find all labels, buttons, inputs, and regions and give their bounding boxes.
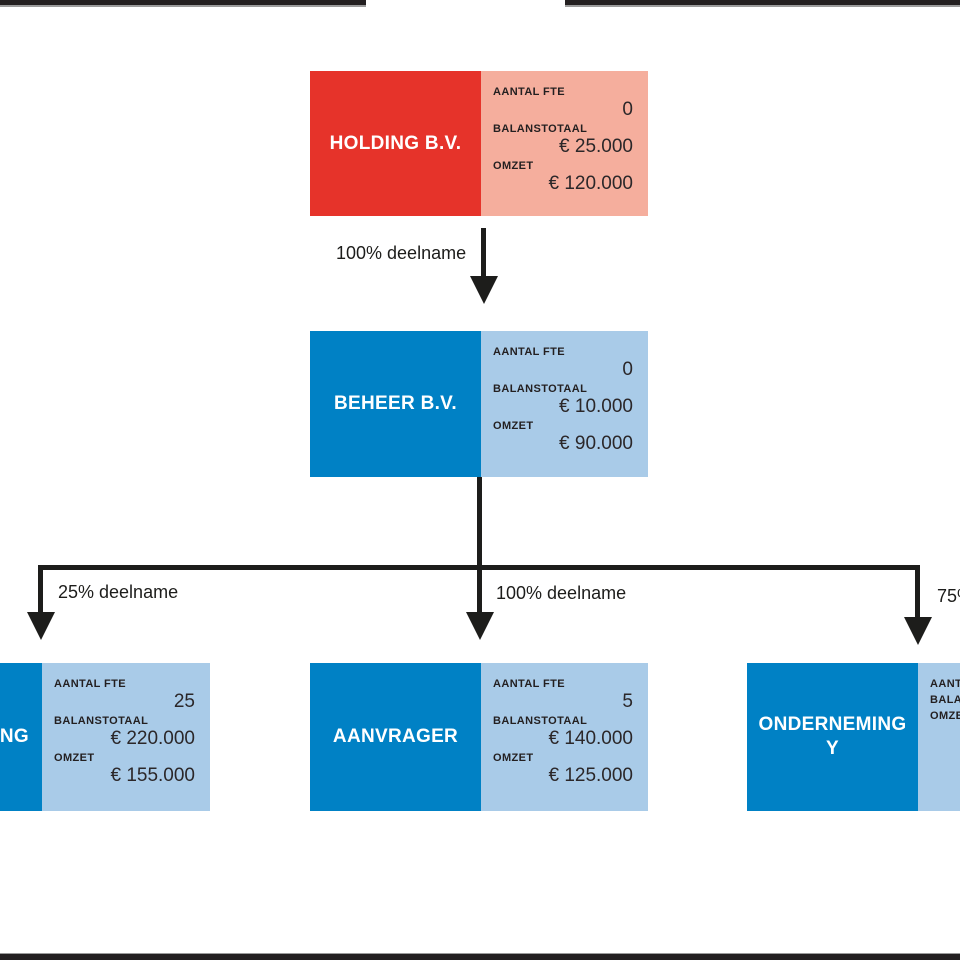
- aanvrager-stats: AANTAL FTE 5 BALANSTOTAAL € 140.000 OMZE…: [481, 663, 648, 811]
- left-stats: AANTAL FTE 25 BALANSTOTAAL € 220.000 OMZ…: [42, 663, 210, 811]
- aanvrager-title: AANVRAGER: [310, 663, 481, 811]
- bottom-bar: [0, 953, 960, 960]
- stat-label: BALANSTOTAAL: [493, 383, 588, 395]
- edge-label-left: 25% deelname: [58, 582, 179, 602]
- holding-title: HOLDING B.V.: [310, 71, 481, 216]
- stat-balanstotaal: BALANSTOTAAL € 25.000: [493, 123, 633, 157]
- stat-label: OMZET: [493, 420, 534, 432]
- stat-fte: AANTAL FTE 0: [493, 346, 633, 380]
- arrowhead-beheer: [470, 276, 498, 304]
- stat-value: € 155.000: [110, 765, 195, 786]
- stat-label: OMZET: [54, 752, 95, 764]
- beheer-title: BEHEER B.V.: [310, 331, 481, 477]
- stat-value: € 10.000: [559, 396, 633, 417]
- stat-omzet: OMZET € 90.000: [493, 420, 633, 454]
- edge-label-center: 100% deelname: [496, 583, 627, 603]
- stat-value: 0: [622, 99, 633, 120]
- stat-balanstotaal: BALANSTOTAAL € 140.000: [493, 715, 633, 749]
- stat-value: € 90.000: [559, 433, 633, 454]
- stat-fte: AANTAL FTE 0: [493, 86, 633, 120]
- node-holding-bv: HOLDING B.V. AANTAL FTE 0 BALANSTOTAAL €…: [310, 71, 648, 216]
- stat-label: OMZET: [493, 752, 534, 764]
- stat-balanstotaal: BALANSTOTAAL € 220.000: [54, 715, 195, 749]
- stat-value: € 120.000: [548, 173, 633, 194]
- connector-branch-horizontal: [38, 565, 920, 570]
- arrowhead-aanvrager: [466, 612, 494, 640]
- edge-label-right: 75%: [937, 586, 960, 606]
- stat-label: BALANSTOTAAL: [930, 694, 960, 706]
- stat-label: OMZET: [493, 160, 534, 172]
- node-left-clipped: NG AANTAL FTE 25 BALANSTOTAAL € 220.000 …: [0, 663, 210, 811]
- stat-value: 25: [173, 691, 195, 712]
- stat-label: AANTAL FTE: [54, 678, 127, 690]
- stat-omzet: OMZET € 155.000: [54, 752, 195, 786]
- stat-omzet: OMZET: [930, 710, 960, 723]
- onderneming-y-title: ONDERNEMING Y: [747, 663, 918, 811]
- stat-value: € 25.000: [559, 136, 633, 157]
- node-onderneming-y: ONDERNEMING Y AANTAL FTE BALANSTOTAAL OM…: [747, 663, 960, 811]
- left-title: NG: [0, 663, 42, 811]
- connector-beheer-aanvrager: [477, 477, 482, 612]
- connector-holding-beheer: [481, 228, 486, 278]
- top-bar-left-segment: [0, 0, 366, 7]
- connector-branch-left: [38, 565, 43, 612]
- stat-label: AANTAL FTE: [493, 346, 566, 358]
- stat-fte: AANTAL FTE 25: [54, 678, 195, 712]
- onderneming-y-stats: AANTAL FTE BALANSTOTAAL OMZET: [918, 663, 960, 811]
- arrowhead-left: [27, 612, 55, 640]
- stat-label: OMZET: [930, 710, 960, 722]
- stat-balanstotaal: BALANSTOTAAL: [930, 694, 960, 707]
- holding-stats: AANTAL FTE 0 BALANSTOTAAL € 25.000 OMZET…: [481, 71, 648, 216]
- arrowhead-right: [904, 617, 932, 645]
- stat-omzet: OMZET € 120.000: [493, 160, 633, 194]
- stat-value: € 125.000: [548, 765, 633, 786]
- stat-fte: AANTAL FTE: [930, 678, 960, 691]
- top-bar-right-segment: [565, 0, 960, 7]
- stat-label: AANTAL FTE: [493, 86, 566, 98]
- stat-label: BALANSTOTAAL: [54, 715, 149, 727]
- stat-value: 5: [622, 691, 633, 712]
- stat-balanstotaal: BALANSTOTAAL € 10.000: [493, 383, 633, 417]
- stat-label: BALANSTOTAAL: [493, 123, 588, 135]
- beheer-stats: AANTAL FTE 0 BALANSTOTAAL € 10.000 OMZET…: [481, 331, 648, 477]
- node-beheer-bv: BEHEER B.V. AANTAL FTE 0 BALANSTOTAAL € …: [310, 331, 648, 477]
- edge-label-holding-beheer: 100% deelname: [336, 243, 467, 263]
- node-aanvrager: AANVRAGER AANTAL FTE 5 BALANSTOTAAL € 14…: [310, 663, 648, 811]
- stat-omzet: OMZET € 125.000: [493, 752, 633, 786]
- stat-value: € 220.000: [110, 728, 195, 749]
- connector-branch-right: [915, 565, 920, 617]
- stat-value: € 140.000: [548, 728, 633, 749]
- stat-label: AANTAL FTE: [930, 678, 960, 690]
- stat-value: 0: [622, 359, 633, 380]
- stat-fte: AANTAL FTE 5: [493, 678, 633, 712]
- stat-label: AANTAL FTE: [493, 678, 566, 690]
- stat-label: BALANSTOTAAL: [493, 715, 588, 727]
